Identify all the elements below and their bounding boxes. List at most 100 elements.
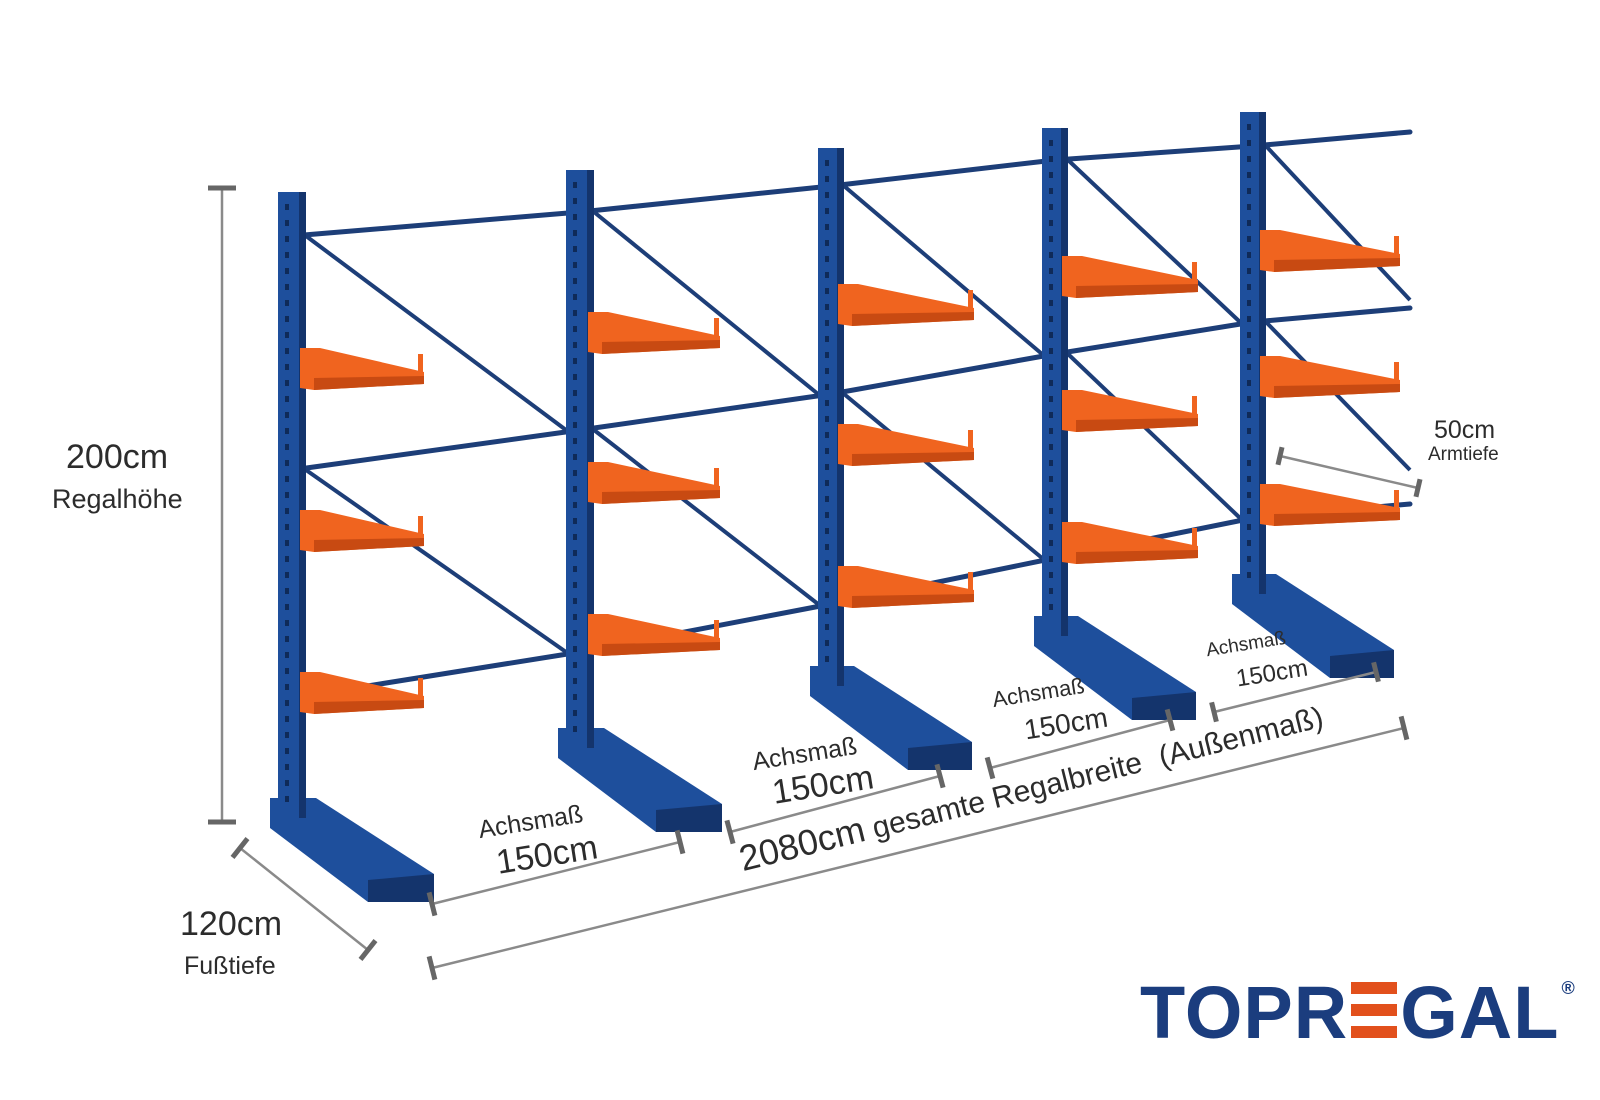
upright-hole [573,454,577,460]
upright-foot [1034,616,1196,720]
upright-hole [573,598,577,604]
total-width-dimension-line-cap [426,955,438,981]
diagonal-brace [304,468,568,654]
foot-depth-dimension-line-cap [358,939,378,961]
upright-hole [1049,396,1053,402]
upright-hole [1049,604,1053,610]
upright-hole [1247,540,1251,546]
upright-hole [285,604,289,610]
upright-hole [1049,444,1053,450]
diagonal-brace [842,184,1044,356]
upright-hole [825,528,829,534]
logo-prefix: TOPR [1140,971,1349,1054]
arm-end-stop [714,318,719,340]
upright-hole [285,764,289,770]
upright-hole [825,336,829,342]
upright-hole [1247,348,1251,354]
upright-hole [573,342,577,348]
upright-hole [1049,252,1053,258]
bay-4-dimension-line [1213,670,1377,714]
upright-hole [825,160,829,166]
diagonal-brace [1066,158,1242,324]
total-width-dimension-line-cap [1398,715,1410,741]
upright-hole [825,544,829,550]
arm-depth-dimension-line-cap [1413,478,1423,498]
upright-hole [285,524,289,530]
arm-end-stop [1394,362,1399,384]
arm-end-stop [418,516,423,538]
upright-hole [1247,300,1251,306]
upright-hole [1049,204,1053,210]
upright-hole [1049,428,1053,434]
upright-column-side [587,170,594,748]
upright-hole [1049,236,1053,242]
upright-hole [1247,492,1251,498]
upright-hole [825,496,829,502]
upright-hole [573,726,577,732]
foot-depth-value: 120cm [180,905,283,943]
bay-3-dimension-line-cap [1164,708,1176,732]
upright-hole [285,348,289,354]
upright-foot [270,798,434,902]
upright-hole [285,588,289,594]
arm-depth-dimension-line [1279,454,1419,490]
upright-hole [1247,268,1251,274]
upright-hole [1049,380,1053,386]
upright-hole [285,460,289,466]
upright-hole [573,550,577,556]
upright-hole [1247,172,1251,178]
cantilever-arm-underside [602,490,720,504]
upright-hole [285,572,289,578]
cantilever-arm-underside [852,312,974,326]
upright-hole [825,432,829,438]
upright-hole [573,710,577,716]
upright-hole [825,304,829,310]
upright-hole [1247,204,1251,210]
upright-hole [573,214,577,220]
upright-hole [573,198,577,204]
upright-hole [285,796,289,802]
foot-depth-label: Fußtiefe [184,952,276,980]
upright-hole [1049,476,1053,482]
upright-hole [285,652,289,658]
upright-hole [285,428,289,434]
upright-hole [573,310,577,316]
upright-hole [285,780,289,786]
logo-e-mark [1351,980,1398,1040]
arm-end-stop [968,572,973,594]
upright-hole [285,700,289,706]
diagonal-brace [1264,144,1412,302]
bay-1-dimension-line-cap [674,829,686,855]
cantilever-arm-underside [314,538,424,552]
logo-registered: ® [1561,978,1576,998]
upright-hole [573,582,577,588]
upright-hole [1049,588,1053,594]
upright-hole [1247,124,1251,130]
upright-hole [285,412,289,418]
upright-hole [1049,460,1053,466]
upright-hole [285,236,289,242]
upright-hole [573,662,577,668]
upright-hole [825,384,829,390]
bay-2-dimension-line-cap [934,763,946,789]
bay-4-dimension-line-cap [1209,701,1219,723]
upright-hole [1049,348,1053,354]
cantilever-arm-underside [852,452,974,466]
upright-hole [825,288,829,294]
upright-hole [1049,284,1053,290]
foot-depth-dimension-line-cap [230,837,250,859]
upright-hole [1049,140,1053,146]
upright-foot [810,666,972,770]
diagonal-brace [304,234,568,432]
arm-end-stop [714,468,719,490]
upright-hole [285,620,289,626]
tie-rod-1 [289,129,1413,239]
bay-1-dimension-line [431,840,681,906]
height-value: 200cm [66,438,169,476]
upright-hole [1049,508,1053,514]
bay-3-dimension-line-cap [984,756,996,780]
upright-hole [573,614,577,620]
upright-hole [1247,444,1251,450]
upright-hole [825,592,829,598]
upright-foot [1232,574,1394,678]
